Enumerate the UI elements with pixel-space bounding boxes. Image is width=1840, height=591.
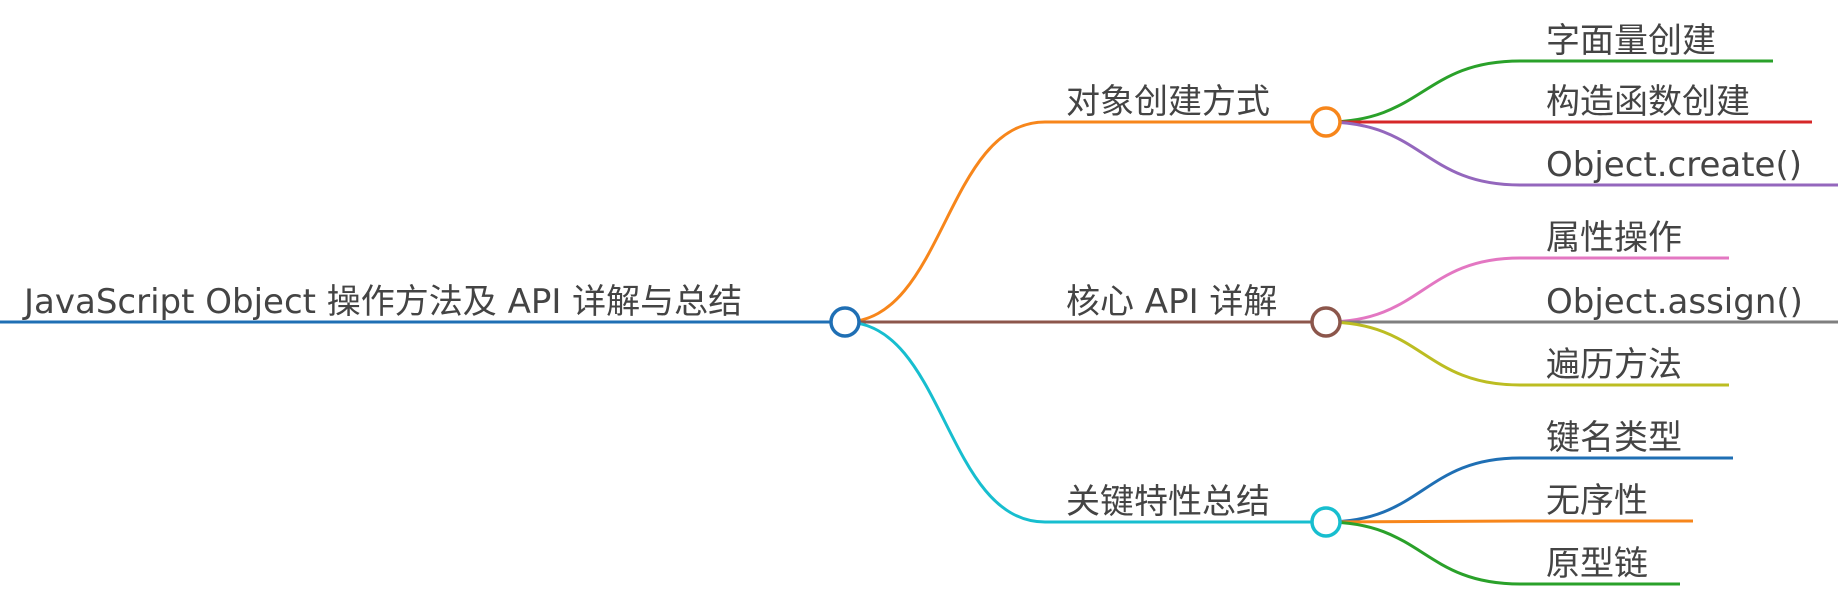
leaf-connector <box>1325 120 1521 187</box>
mindmap-underlines <box>0 59 1838 586</box>
leaf-label-iteration: 遍历方法 <box>1546 345 1682 385</box>
leaf-label-property-ops: 属性操作 <box>1546 218 1682 258</box>
leaf-label-key-types: 键名类型 <box>1546 418 1682 458</box>
branch-connector <box>844 320 1046 524</box>
leaf-connector <box>1325 320 1521 387</box>
branch-node-circle[interactable] <box>1310 506 1342 538</box>
leaf-connector <box>1325 256 1521 324</box>
branch-label-features: 关键特性总结 <box>1066 482 1270 522</box>
leaf-label-object-create: Object.create() <box>1546 145 1802 185</box>
mindmap-labels: JavaScript Object 操作方法及 API 详解与总结 对象创建方式… <box>22 21 1803 584</box>
branch-node-circle[interactable] <box>1310 306 1342 338</box>
leaf-connector <box>1325 456 1521 524</box>
mindmap-edges <box>844 59 1521 586</box>
branch-connector <box>844 120 1046 324</box>
leaf-label-constructor: 构造函数创建 <box>1546 82 1750 122</box>
branch-label-core-api: 核心 API 详解 <box>1066 282 1277 322</box>
leaf-label-object-assign: Object.assign() <box>1546 282 1803 322</box>
branch-label-creation: 对象创建方式 <box>1066 82 1270 122</box>
leaf-label-unordered: 无序性 <box>1546 481 1648 521</box>
leaf-label-literal: 字面量创建 <box>1546 21 1716 61</box>
branch-node-circle[interactable] <box>1310 106 1342 138</box>
mindmap-nodes <box>829 106 1342 538</box>
leaf-connector <box>1325 59 1521 124</box>
root-node-circle[interactable] <box>829 306 861 338</box>
leaf-connector <box>1325 520 1521 586</box>
leaf-label-prototype-chain: 原型链 <box>1546 544 1648 584</box>
root-label: JavaScript Object 操作方法及 API 详解与总结 <box>22 282 742 322</box>
leaf-connector <box>1325 519 1521 524</box>
